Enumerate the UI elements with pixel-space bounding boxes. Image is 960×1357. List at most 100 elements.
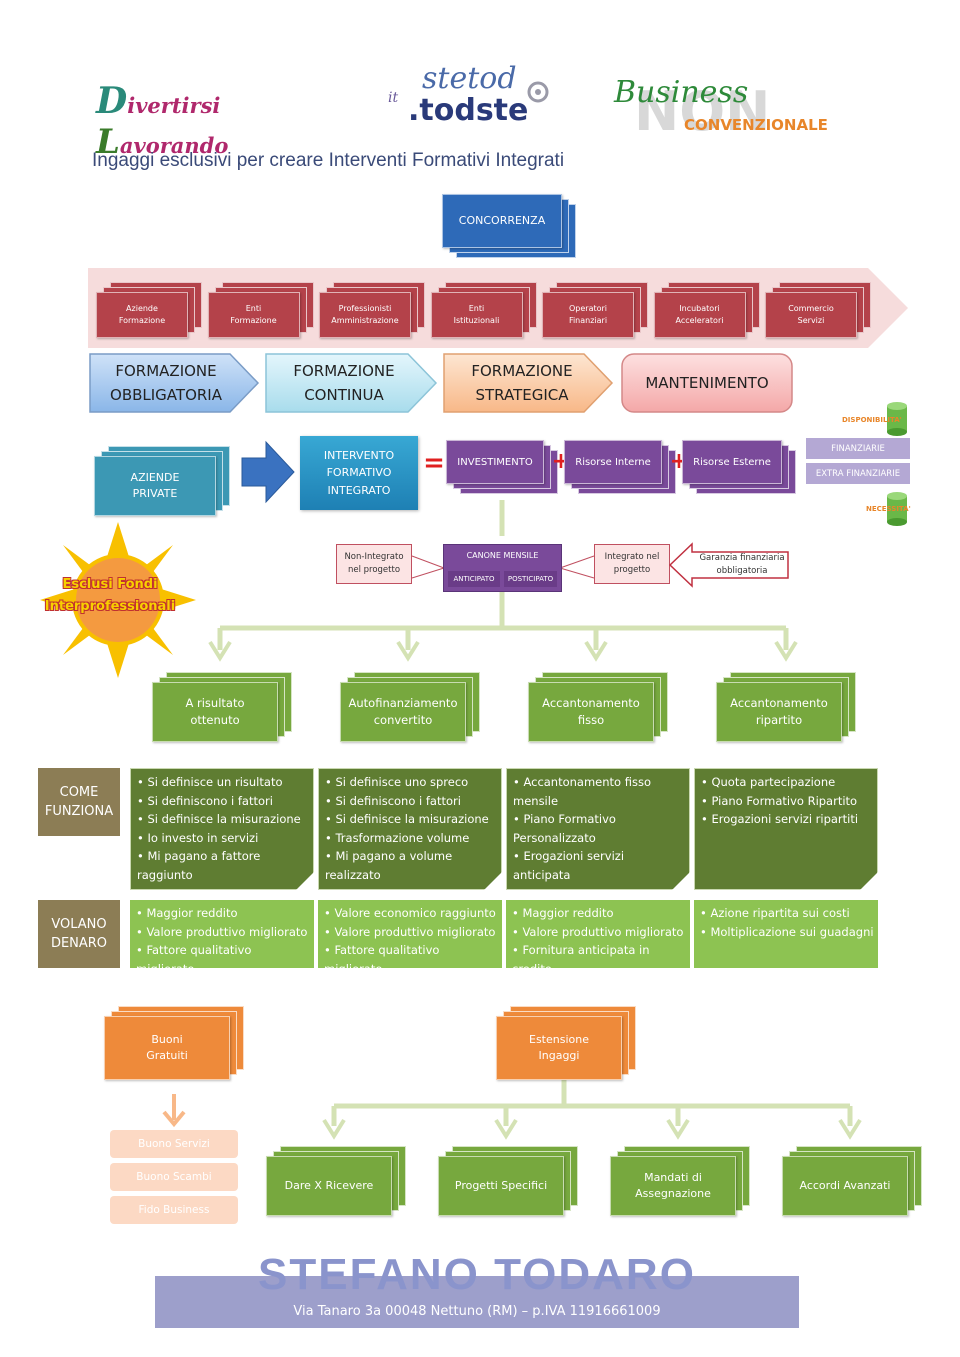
competitor-box-6-line2: Servizi — [797, 316, 825, 325]
competitor-box-1-line1: Enti — [245, 304, 262, 313]
how-item: Erogazioni servizi ripartiti — [701, 810, 873, 829]
svg-text:Business: Business — [613, 75, 748, 110]
model-box-2: Accantonamento fisso — [528, 672, 668, 742]
risorse-esterne-box: Risorse Esterne — [682, 440, 796, 494]
money-item: Fattore qualitativo migliorato — [324, 941, 498, 978]
how-item: Si definisce un risultato — [137, 773, 309, 792]
money-item: Maggior reddito — [512, 904, 686, 923]
ingaggio-box-2-line2: Assegnazione — [635, 1187, 711, 1200]
money-item: Valore produttivo migliorato — [136, 923, 310, 942]
logo-business-non-convenzionale: NON Business CONVENZIONALE — [613, 75, 828, 134]
ingaggio-box-0-line1: Dare X Ricevere — [284, 1178, 374, 1192]
stages-svg — [89, 353, 793, 413]
competitor-box-3: Enti Istituzionali — [430, 282, 537, 338]
money-item: Fornitura anticipata in credito — [512, 941, 686, 978]
how-item: Mi pagano a fattore raggiunto — [137, 847, 309, 884]
svg-text:CONVENZIONALE: CONVENZIONALE — [684, 116, 828, 134]
competitor-box-2-line2: Amministrazione — [331, 316, 399, 325]
how-item: Accantonamento fisso mensile — [513, 773, 685, 810]
investimento-box: INVESTIMENTO — [446, 440, 558, 494]
money-item: Fattore qualitativo migliorato — [136, 941, 310, 978]
competitor-box-3-line1: Enti — [468, 304, 485, 313]
concorrenza-label: CONCORRENZA — [442, 194, 562, 248]
competitor-box-5-line2: Acceleratori — [675, 316, 724, 325]
model-box-1-line2: convertito — [373, 713, 433, 727]
how-item: Si definisce la misurazione — [325, 810, 497, 829]
how-item: Mi pagano a volume realizzato — [325, 847, 497, 884]
necessita-label: NECESSITA' — [866, 505, 911, 513]
model-box-3: Accantonamento ripartito — [716, 672, 856, 742]
how-item: Si definiscono i fattori — [137, 792, 309, 811]
model-box-2-line1: Accantonamento — [542, 695, 640, 710]
finanziarie-label: FINANZIARIE — [806, 438, 910, 459]
competitor-box-0: Aziende Formazione — [96, 282, 202, 338]
money-card-1: Valore economico raggiuntoValore produtt… — [318, 900, 502, 976]
how-item: Si definisce uno spreco — [325, 773, 497, 792]
money-item: Maggior reddito — [136, 904, 310, 923]
model-box-2-line2: fisso — [577, 713, 605, 727]
competitor-box-2-line1: Professionisti — [338, 304, 392, 313]
how-item: Si definisce la misurazione — [137, 810, 309, 829]
money-item: Valore produttivo migliorato — [512, 923, 686, 942]
competitor-box-1: Enti Formazione — [207, 282, 314, 338]
disponibilita-label: DISPONIBILITA' — [842, 416, 902, 424]
ingaggio-box-3: Accordi Avanzati — [782, 1146, 922, 1216]
competitor-box-0-line2: Formazione — [118, 316, 166, 325]
money-card-0: Maggior redditoValore produttivo miglior… — [130, 900, 314, 976]
competitor-box-4-line1: Operatori — [568, 304, 608, 313]
logo-stetod-todste: it stetod .todste — [388, 61, 549, 128]
svg-text:NON: NON — [634, 80, 770, 134]
page-curl-icon — [672, 872, 690, 890]
ingaggio-box-2: Mandati di Assegnazione — [610, 1146, 750, 1216]
competitor-box-2: Professionisti Amministrazione — [319, 282, 425, 338]
model-box-3-line2: ripartito — [755, 713, 803, 727]
ingaggio-box-2-line1: Mandati di — [644, 1170, 702, 1184]
peach-buono-scambi: Buono Scambi — [110, 1163, 238, 1191]
how-card-3: Quota partecipazionePiano Formativo Ripa… — [694, 768, 878, 890]
money-card-2: Maggior redditoValore produttivo miglior… — [506, 900, 690, 976]
model-box-1: Autofinanziamento convertito — [340, 672, 480, 742]
model-box-0-line1: A risultato — [185, 695, 245, 710]
logo-divertirsi-lavorando: Divertirsi Lavorando — [96, 80, 229, 162]
footer-name: STEFANO TODARO — [258, 1250, 696, 1299]
page-curl-icon — [860, 872, 878, 890]
how-item: Piano Formativo Ripartito — [701, 792, 873, 811]
how-item: Io investo in servizi — [137, 829, 309, 848]
model-box-0-line2: ottenuto — [190, 713, 240, 727]
garanzia-arrow — [668, 542, 789, 588]
competitor-box-6: Commercio Servizi — [765, 282, 871, 338]
money-card-3: Azione ripartita sui costiMoltiplicazion… — [694, 900, 878, 968]
risorse-interne-box: Risorse Interne — [564, 440, 676, 494]
stage-mantenimento: MANTENIMENTO — [645, 374, 769, 392]
model-box-0: A risultato ottenuto — [152, 672, 292, 742]
page-curl-icon — [484, 872, 502, 890]
model-box-3-line1: Accantonamento — [730, 695, 828, 710]
ingaggio-box-0: Dare X Ricevere — [266, 1146, 406, 1216]
arrow-right-icon — [241, 440, 295, 504]
money-item: Valore economico raggiunto — [324, 904, 498, 923]
equals-sign: = — [423, 448, 445, 478]
database-icon-necessita — [887, 492, 907, 526]
competitor-box-0-line1: Aziende — [126, 304, 158, 313]
competitor-box-3-line2: Istituzionali — [453, 316, 500, 325]
how-item: Piano Formativo Personalizzato — [513, 810, 685, 847]
svg-text:.todste: .todste — [408, 93, 528, 128]
how-card-2: Accantonamento fisso mensilePiano Format… — [506, 768, 690, 890]
how-card-0: Si definisce un risultatoSi definiscono … — [130, 768, 314, 890]
extra-finanziarie-label: EXTRA FINANZIARIE — [806, 463, 910, 484]
page-curl-icon — [296, 872, 314, 890]
competitor-box-6-line1: Commercio — [788, 304, 834, 313]
svg-text:stetod: stetod — [422, 61, 517, 96]
